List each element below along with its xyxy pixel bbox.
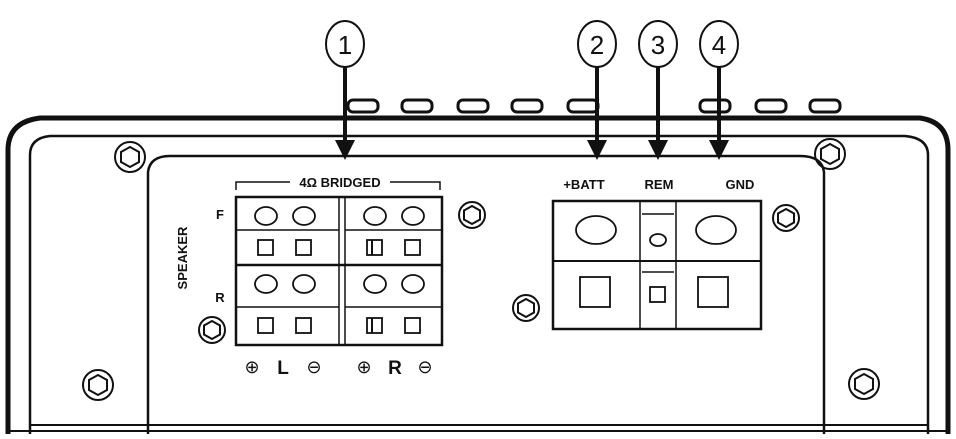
batt-screw — [575, 215, 617, 245]
callout-3: 3 — [638, 20, 678, 160]
gnd-socket — [697, 276, 729, 308]
rem-screw — [649, 233, 667, 247]
terminal-screw — [401, 206, 425, 226]
terminal-socket — [366, 239, 383, 256]
terminal-screw — [292, 206, 316, 226]
callout-4: 4 — [699, 20, 739, 160]
callout-2: 2 — [577, 20, 617, 160]
left-positive-symbol: ⊕ — [244, 357, 259, 377]
right-negative-symbol: ⊖ — [417, 357, 432, 377]
front-row-label: F — [216, 207, 224, 222]
screw-bottom-left — [82, 369, 114, 401]
screw-power-right — [772, 204, 800, 232]
screw-speaker-right — [458, 201, 486, 229]
terminal-socket — [257, 317, 274, 334]
terminal-socket — [366, 317, 383, 334]
gnd-label: GND — [726, 177, 755, 192]
callout-1-number: 1 — [338, 30, 352, 60]
right-positive-symbol: ⊕ — [356, 357, 371, 377]
rem-socket — [649, 286, 666, 303]
callout-4-number: 4 — [712, 30, 726, 60]
screw-top-right — [814, 138, 846, 170]
rear-row-label: R — [215, 290, 225, 305]
callout-2-number: 2 — [590, 30, 604, 60]
terminal-screw — [401, 274, 425, 294]
speaker-terminal: 4Ω BRIDGED SPEAKER F R — [175, 175, 444, 379]
terminal-socket — [295, 317, 312, 334]
terminal-screw — [292, 274, 316, 294]
speaker-label: SPEAKER — [175, 226, 190, 289]
heatsink-fins — [346, 98, 842, 114]
batt-label: +BATT — [563, 177, 604, 192]
left-channel-label: L — [277, 358, 289, 379]
callout-1: 1 — [325, 20, 365, 160]
terminal-socket — [404, 239, 421, 256]
mounting-screws — [82, 138, 880, 401]
terminal-screw — [254, 206, 278, 226]
batt-socket — [579, 276, 611, 308]
terminal-socket — [295, 239, 312, 256]
terminal-screw — [254, 274, 278, 294]
rem-label: REM — [645, 177, 674, 192]
left-negative-symbol: ⊖ — [306, 357, 321, 377]
gnd-screw — [695, 215, 737, 245]
terminal-socket — [404, 317, 421, 334]
right-channel-label: R — [388, 358, 402, 379]
callout-3-number: 3 — [651, 30, 665, 60]
screw-bottom-right — [848, 368, 880, 400]
terminal-socket — [257, 239, 274, 256]
screw-speaker-left — [198, 316, 226, 344]
terminal-screw — [363, 274, 387, 294]
screw-power-left — [512, 294, 540, 322]
screw-top-left — [114, 141, 146, 173]
terminal-screw — [363, 206, 387, 226]
power-terminal: +BATT REM GND — [551, 177, 763, 331]
bridged-label: 4Ω BRIDGED — [299, 175, 380, 190]
